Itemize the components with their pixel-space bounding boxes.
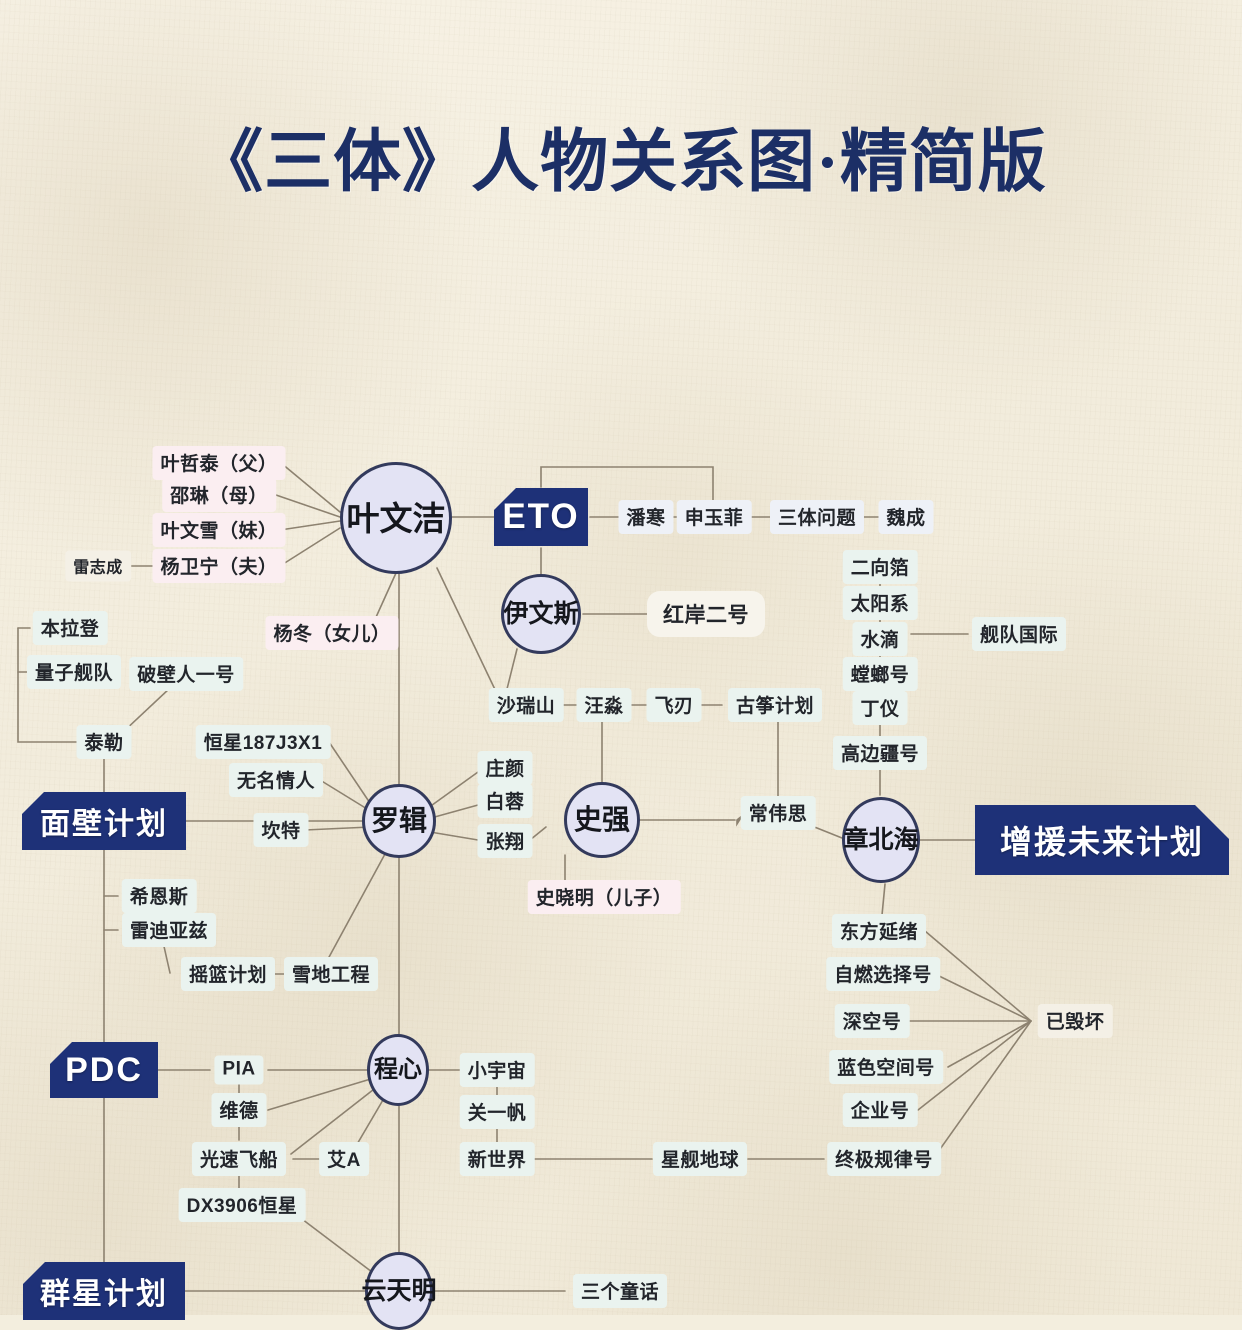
node-shui-di[interactable]: 水滴 [852,622,908,656]
node-xingjian-diqiu[interactable]: 星舰地球 [652,1142,748,1176]
node-dx3906-hengxing[interactable]: DX3906恒星 [178,1188,306,1222]
node-yang-dong[interactable]: 杨冬（女儿） [265,616,399,650]
node-cheng-xin[interactable]: 程心 [367,1034,429,1106]
node-shi-qiang[interactable]: 史强 [564,782,640,858]
node-san-ge-tonghua[interactable]: 三个童话 [572,1274,668,1308]
node-jiandui-guoji[interactable]: 舰队国际 [971,617,1067,651]
node-lei-diyazi[interactable]: 雷迪亚兹 [121,913,217,947]
node-xin-shijie[interactable]: 新世界 [459,1142,535,1176]
node-zhongji-guilv-hao[interactable]: 终极规律号 [827,1142,941,1176]
node-luo-ji[interactable]: 罗辑 [362,784,436,858]
node-wei-cheng[interactable]: 魏成 [878,500,934,534]
node-fei-ren[interactable]: 飞刃 [646,688,702,722]
node-eto[interactable]: ETO [494,488,588,546]
node-kan-te[interactable]: 坎特 [253,813,309,847]
node-shen-yufei[interactable]: 申玉菲 [676,500,752,534]
node-taiyang-xi[interactable]: 太阳系 [842,586,918,620]
node-chang-weisi[interactable]: 常伟思 [740,796,816,830]
node-evans[interactable]: 伊文斯 [501,574,581,654]
node-ye-wenxue[interactable]: 叶文雪（妹） [152,513,286,547]
node-mianbi-jihua[interactable]: 面壁计划 [22,792,186,850]
node-santi-wenti[interactable]: 三体问题 [769,500,865,534]
node-guan-yifan[interactable]: 关一帆 [459,1095,535,1129]
node-ai-a[interactable]: 艾A [319,1142,369,1176]
node-zengyuan-weilai-jihua[interactable]: 增援未来计划 [975,805,1229,875]
node-pan-han[interactable]: 潘寒 [618,500,674,534]
node-er-xiang-bo[interactable]: 二向箔 [842,550,918,584]
node-pia[interactable]: PIA [214,1055,264,1085]
node-xiao-yuzhou[interactable]: 小宇宙 [459,1053,535,1087]
node-zhuang-yan[interactable]: 庄颜 [477,751,533,785]
node-tai-le[interactable]: 泰勒 [76,725,132,759]
node-yi-huihuai[interactable]: 已毁坏 [1037,1004,1113,1038]
node-xi-ensi[interactable]: 希恩斯 [121,879,197,913]
node-qunxing-jihua[interactable]: 群星计划 [23,1262,185,1320]
node-sha-ruishan[interactable]: 沙瑞山 [488,688,564,722]
node-qiye-hao[interactable]: 企业号 [842,1093,918,1127]
node-ye-wenjie[interactable]: 叶文洁 [340,462,452,574]
node-wei-de[interactable]: 维德 [211,1093,267,1127]
node-yang-weining[interactable]: 杨卫宁（夫） [152,549,286,583]
node-bin-laden[interactable]: 本拉登 [32,611,108,645]
node-dongfang-yanxu[interactable]: 东方延绪 [831,914,927,948]
node-wuming-qingren[interactable]: 无名情人 [228,763,324,797]
node-hongan-erhao[interactable]: 红岸二号 [647,591,765,637]
node-yaolan-jihua[interactable]: 摇篮计划 [180,957,276,991]
node-xuedi-gongcheng[interactable]: 雪地工程 [283,957,379,991]
node-ye-zhetai[interactable]: 叶哲泰（父） [152,446,286,480]
node-pdc[interactable]: PDC [50,1042,158,1098]
node-guzheng-jihua[interactable]: 古筝计划 [727,688,823,722]
node-bai-rong[interactable]: 白蓉 [477,784,533,818]
node-gaobianjiang-hao[interactable]: 高边疆号 [832,736,928,770]
page-title: 《三体》人物关系图·精简版 [195,124,1047,200]
node-lei-zhicheng[interactable]: 雷志成 [65,550,131,582]
node-zhang-beihai[interactable]: 章北海 [842,797,920,883]
node-yun-tianming[interactable]: 云天明 [362,1252,437,1330]
node-ziran-xuanze-hao[interactable]: 自燃选择号 [826,957,940,991]
node-zhang-xiang[interactable]: 张翔 [477,824,533,858]
node-lanse-kongjian-hao[interactable]: 蓝色空间号 [829,1050,943,1084]
node-shi-xiaoming[interactable]: 史晓明（儿子） [527,880,681,914]
node-hengxing-187j3x1[interactable]: 恒星187J3X1 [195,725,331,759]
node-shao-lin[interactable]: 邵琳（母） [162,478,276,512]
node-wang-miao[interactable]: 汪淼 [576,688,632,722]
node-ding-yi[interactable]: 丁仪 [852,691,908,725]
node-shenkong-hao[interactable]: 深空号 [834,1004,910,1038]
node-guangsu-feichuan[interactable]: 光速飞船 [191,1142,287,1176]
node-powalren-yihao[interactable]: 破壁人一号 [129,657,243,691]
node-liangzi-jiandui[interactable]: 量子舰队 [26,655,122,689]
node-tanglang-hao[interactable]: 螳螂号 [842,657,918,691]
